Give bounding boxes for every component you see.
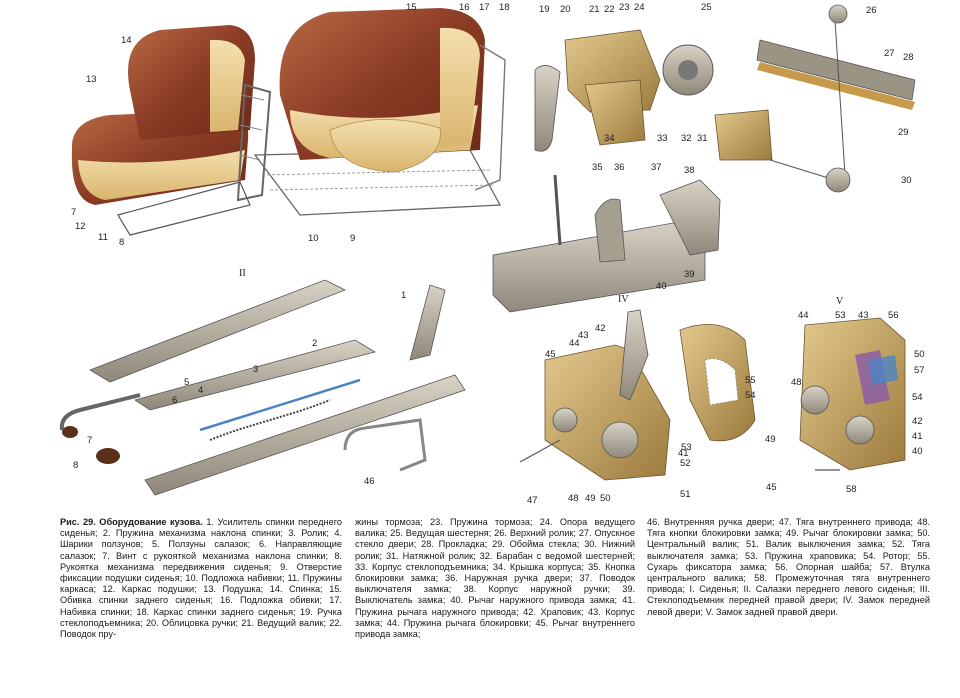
callout-7-seat: 7 bbox=[71, 207, 76, 218]
lock-striker bbox=[679, 324, 756, 442]
callout-13: 13 bbox=[86, 74, 97, 85]
callout-43-v: 43 bbox=[858, 310, 869, 321]
callout-4: 4 bbox=[198, 385, 203, 396]
callout-32: 32 bbox=[681, 133, 692, 144]
callout-29: 29 bbox=[898, 127, 909, 138]
callout-22: 22 bbox=[604, 4, 615, 15]
callout-55: 55 bbox=[745, 375, 756, 386]
callout-2: 2 bbox=[312, 338, 317, 349]
callout-11: 11 bbox=[98, 232, 108, 243]
caption-title: Рис. 29. Оборудование кузова. bbox=[60, 517, 203, 527]
callout-8: 8 bbox=[73, 460, 78, 471]
section-label-v: V bbox=[836, 296, 844, 307]
callout-7: 7 bbox=[87, 435, 92, 446]
section-label-iv: IV bbox=[618, 294, 629, 305]
callout-48: 48 bbox=[568, 493, 579, 504]
callout-26: 26 bbox=[866, 5, 877, 16]
callout-16: 16 bbox=[459, 2, 470, 13]
callout-21: 21 bbox=[589, 4, 600, 15]
callout-50: 50 bbox=[600, 493, 611, 504]
callout-44: 44 bbox=[569, 338, 580, 349]
callout-25: 25 bbox=[701, 2, 712, 13]
technical-illustration: II IV V 1 2 3 4 5 6 7 8 7 12 11 8 10 9 1… bbox=[59, 2, 925, 506]
callout-35: 35 bbox=[592, 162, 603, 173]
section-label-ii: II bbox=[239, 268, 246, 279]
callout-15: 15 bbox=[406, 2, 417, 13]
callout-36: 36 bbox=[614, 162, 625, 173]
callout-49: 49 bbox=[585, 493, 596, 504]
callout-46: 46 bbox=[364, 476, 375, 487]
callout-53-v: 53 bbox=[835, 310, 846, 321]
callout-43: 43 bbox=[578, 330, 589, 341]
callout-3: 3 bbox=[253, 364, 258, 375]
figure-caption: Рис. 29. Оборудование кузова. 1. Усилите… bbox=[60, 517, 930, 657]
callout-28: 28 bbox=[903, 52, 914, 63]
callout-34: 34 bbox=[604, 133, 615, 144]
callout-30: 30 bbox=[901, 175, 912, 186]
callout-24: 24 bbox=[634, 2, 645, 13]
callout-50-v: 50 bbox=[914, 349, 925, 360]
callout-41: 41 bbox=[678, 448, 689, 459]
front-seat bbox=[71, 25, 272, 236]
callout-41-v: 41 bbox=[912, 431, 923, 442]
front-door-lock bbox=[519, 309, 671, 481]
callout-54: 54 bbox=[745, 390, 756, 401]
callout-45-v: 45 bbox=[766, 482, 777, 493]
callout-56: 56 bbox=[888, 310, 899, 321]
callout-48-v: 48 bbox=[791, 377, 802, 388]
callout-40: 40 bbox=[656, 281, 667, 292]
callout-57: 57 bbox=[914, 365, 925, 376]
callout-14: 14 bbox=[121, 35, 132, 46]
callout-38: 38 bbox=[684, 165, 695, 176]
rear-seat bbox=[253, 8, 506, 216]
callout-53: 53 bbox=[681, 442, 692, 453]
callout-6: 6 bbox=[172, 395, 177, 406]
caption-column-1: Рис. 29. Оборудование кузова. 1. Усилите… bbox=[60, 517, 342, 640]
rear-door-lock bbox=[799, 317, 906, 471]
callout-37: 37 bbox=[651, 162, 662, 173]
callout-9: 9 bbox=[350, 233, 355, 244]
outside-door-handle bbox=[492, 174, 721, 313]
callout-31: 31 bbox=[697, 133, 708, 144]
callout-23: 23 bbox=[619, 2, 630, 13]
callout-39: 39 bbox=[684, 269, 695, 280]
callout-54-v: 54 bbox=[912, 392, 923, 403]
callout-8-seat: 8 bbox=[119, 237, 124, 248]
callout-17: 17 bbox=[479, 2, 490, 13]
callout-18: 18 bbox=[499, 2, 510, 13]
callout-47: 47 bbox=[527, 495, 538, 506]
callout-40-v: 40 bbox=[912, 446, 923, 457]
callout-52: 52 bbox=[680, 458, 691, 469]
callout-51: 51 bbox=[680, 489, 691, 500]
window-regulator bbox=[534, 4, 916, 193]
callout-42: 42 bbox=[595, 323, 606, 334]
caption-text-1: 1. Усилитель спинки переднего сиденья; 2… bbox=[60, 517, 342, 640]
callout-42-v: 42 bbox=[912, 416, 923, 427]
callout-5: 5 bbox=[184, 377, 189, 388]
callout-10: 10 bbox=[308, 233, 319, 244]
callout-20: 20 bbox=[560, 4, 571, 15]
callout-49-v: 49 bbox=[765, 434, 776, 445]
callout-19: 19 bbox=[539, 4, 550, 15]
caption-column-2: жины тормоза; 23. Пружина тормоза; 24. О… bbox=[355, 517, 635, 640]
callout-1: 1 bbox=[401, 290, 406, 301]
callout-45: 45 bbox=[545, 349, 556, 360]
seat-slide-rails bbox=[59, 279, 466, 496]
caption-column-3: 46. Внутренняя ручка двери; 47. Тяга вну… bbox=[647, 517, 930, 617]
callout-33: 33 bbox=[657, 133, 668, 144]
callout-27: 27 bbox=[884, 48, 895, 59]
callout-44-v: 44 bbox=[798, 310, 809, 321]
callout-12: 12 bbox=[75, 221, 86, 232]
callout-58: 58 bbox=[846, 484, 857, 495]
